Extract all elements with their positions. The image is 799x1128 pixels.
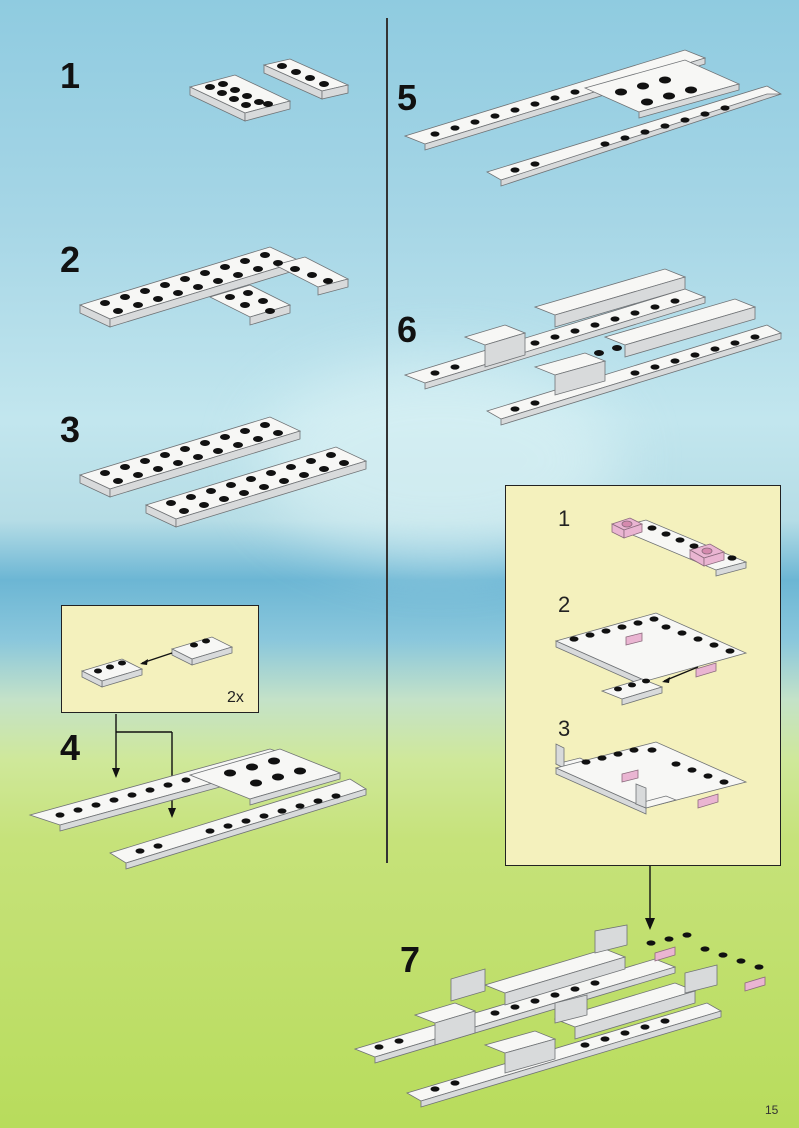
sub-step-2-parts — [554, 612, 748, 706]
step-2-plates — [78, 246, 350, 328]
step-6-chassis — [403, 268, 783, 426]
step-number-5: 5 — [397, 77, 418, 118]
callout-to-step-7-arrow — [645, 866, 655, 930]
sub-step-number-2: 2 — [558, 592, 571, 617]
step-1-plates — [188, 58, 350, 122]
step-number-7: 7 — [400, 939, 421, 980]
step-3-plates — [78, 416, 368, 528]
sub-assembly-callout: 1 2 — [505, 485, 781, 866]
page-number: 15 — [765, 1103, 779, 1117]
sub-step-1-parts — [610, 517, 748, 577]
column-divider — [386, 18, 388, 863]
step-number-6: 6 — [397, 309, 418, 350]
step-7-chassis — [353, 924, 766, 1108]
step-number-3: 3 — [60, 409, 81, 450]
step-5-chassis — [403, 49, 783, 187]
callout-plate-assembly — [80, 636, 234, 688]
sub-step-3-parts — [554, 741, 748, 815]
step-4-callout: 2x — [61, 605, 259, 713]
step-number-4: 4 — [60, 727, 81, 768]
step-number-1: 1 — [60, 55, 81, 96]
sub-step-number-3: 3 — [558, 716, 571, 741]
sub-step-number-1: 1 — [558, 506, 571, 531]
multiplier-label: 2x — [227, 689, 244, 706]
step-4-chassis — [28, 748, 367, 870]
step-number-2: 2 — [60, 239, 81, 280]
